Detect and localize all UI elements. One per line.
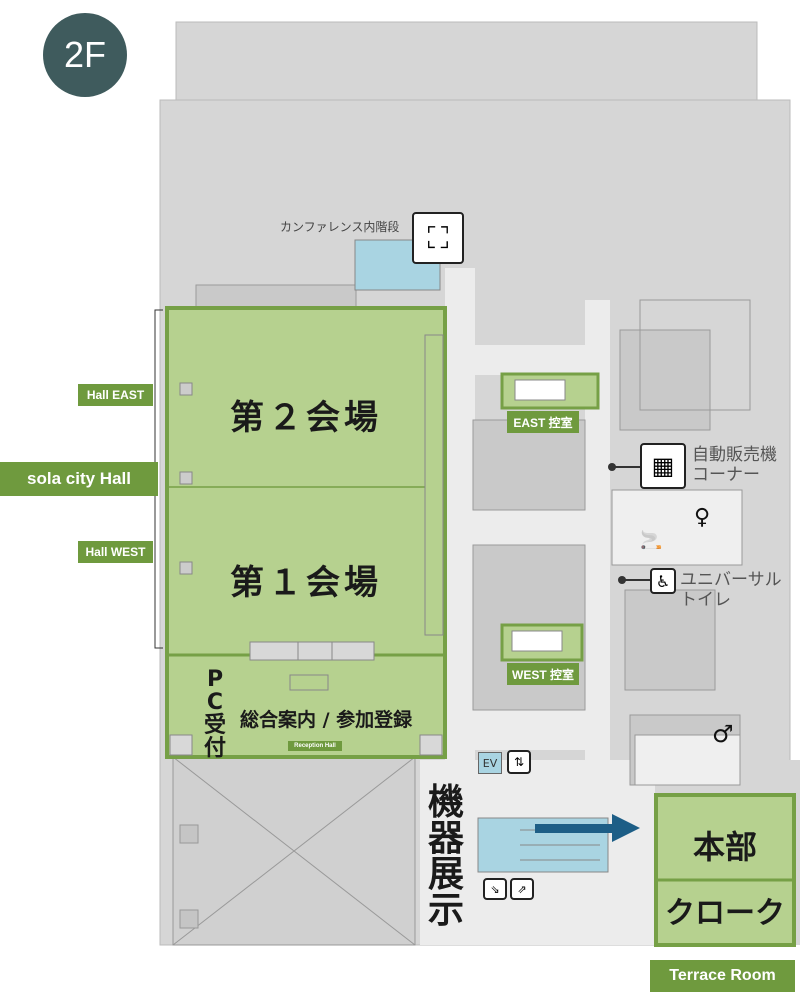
venue-1-label[interactable]: 第１会場 (230, 563, 382, 603)
stairs-icon: ⛶ (412, 212, 464, 264)
escalator-down-icon: ⇘ (483, 878, 507, 900)
hall (165, 306, 447, 759)
universal-line2: トイレ (680, 590, 731, 610)
vending-machine-icon: ▦ (640, 443, 686, 489)
wheelchair-icon: ♿ (650, 568, 676, 594)
smoking-icon: 🚬 (640, 530, 663, 551)
hall-west-tag: Hall WEST (78, 541, 153, 563)
vending-corner-label: 自動販売機 コーナー (692, 445, 777, 485)
vending-line1: 自動販売機 (692, 445, 777, 465)
terrace-room-tag: Terrace Room (650, 960, 795, 992)
headquarters-label[interactable]: 本部 (692, 828, 757, 866)
universal-line1: ユニバーサル (680, 570, 782, 590)
escalator-arrow (535, 814, 640, 842)
ev-box: EV (478, 752, 502, 774)
female-toilet-icon: ♀ (694, 505, 711, 530)
storage-area (172, 756, 416, 946)
floor-badge: 2F (43, 13, 127, 97)
pc-reception-label: PC受付 (203, 667, 226, 761)
venue-2-label[interactable]: 第２会場 (230, 398, 382, 438)
vending-line2: コーナー (692, 465, 760, 485)
headquarters-room (654, 793, 796, 947)
corridors (420, 268, 655, 945)
hall-east-tag: Hall EAST (78, 384, 153, 406)
reception-hall-tag: Reception Hall (288, 741, 342, 751)
conference-stairs-label: カンファレンス内階段 (280, 220, 400, 234)
male-toilet-icon: ♂ (712, 720, 734, 748)
exhibition-label[interactable]: 機器展示 (428, 782, 465, 931)
toilet-area (611, 489, 743, 786)
escalator-up-icon: ⇗ (510, 878, 534, 900)
west-green-room (500, 623, 584, 662)
east-room-tag: EAST 控室 (507, 411, 579, 433)
elevator-icon: ⇅ (507, 750, 531, 774)
universal-toilet-label: ユニバーサル トイレ (680, 570, 782, 610)
cloak-label[interactable]: クローク (665, 896, 785, 931)
general-info-label: 総合案内 / 参加登録 (240, 709, 413, 731)
sola-city-hall-tag: sola city Hall (0, 462, 158, 496)
east-green-room (500, 372, 600, 410)
west-room-tag: WEST 控室 (507, 663, 579, 685)
